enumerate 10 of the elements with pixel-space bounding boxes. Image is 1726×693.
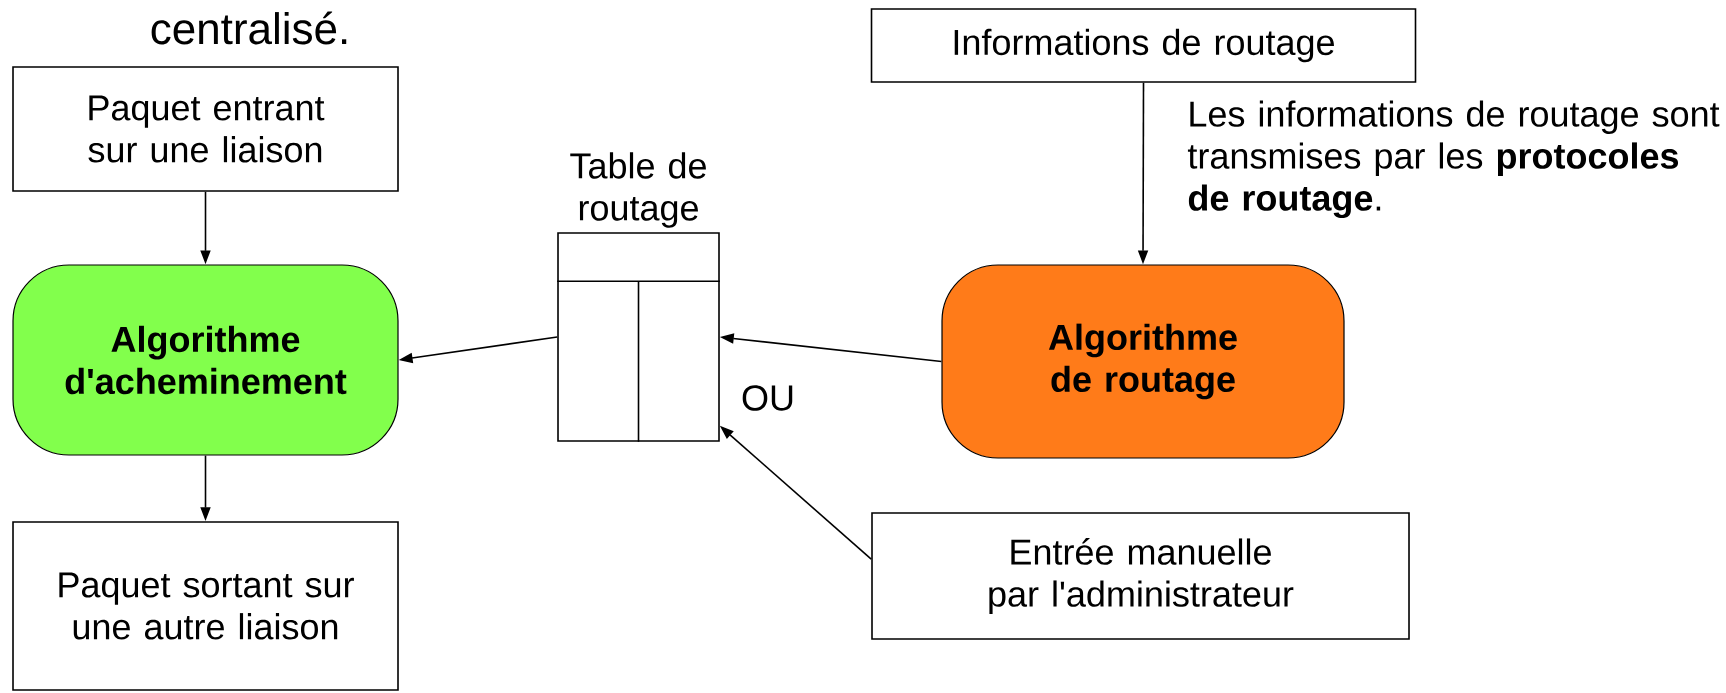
edge-label: Les informations de routage sont transmises par les protocoles de routage. <box>1187 100 1720 219</box>
routing-table: Table de routage <box>556 152 721 443</box>
process-box: Algorithme de routage <box>941 264 1345 459</box>
text-box: Paquet entrant sur une liaison <box>12 66 399 192</box>
text-box: Entrée manuelle par l'administrateur <box>871 512 1410 640</box>
text-box: Paquet sortant sur une autre liaison <box>12 521 399 691</box>
node-label: Table de routage <box>570 152 706 228</box>
text-box: Informations de routage <box>870 8 1417 83</box>
process-box: Algorithme d'acheminement <box>12 264 399 456</box>
text-label: OU <box>742 385 793 411</box>
